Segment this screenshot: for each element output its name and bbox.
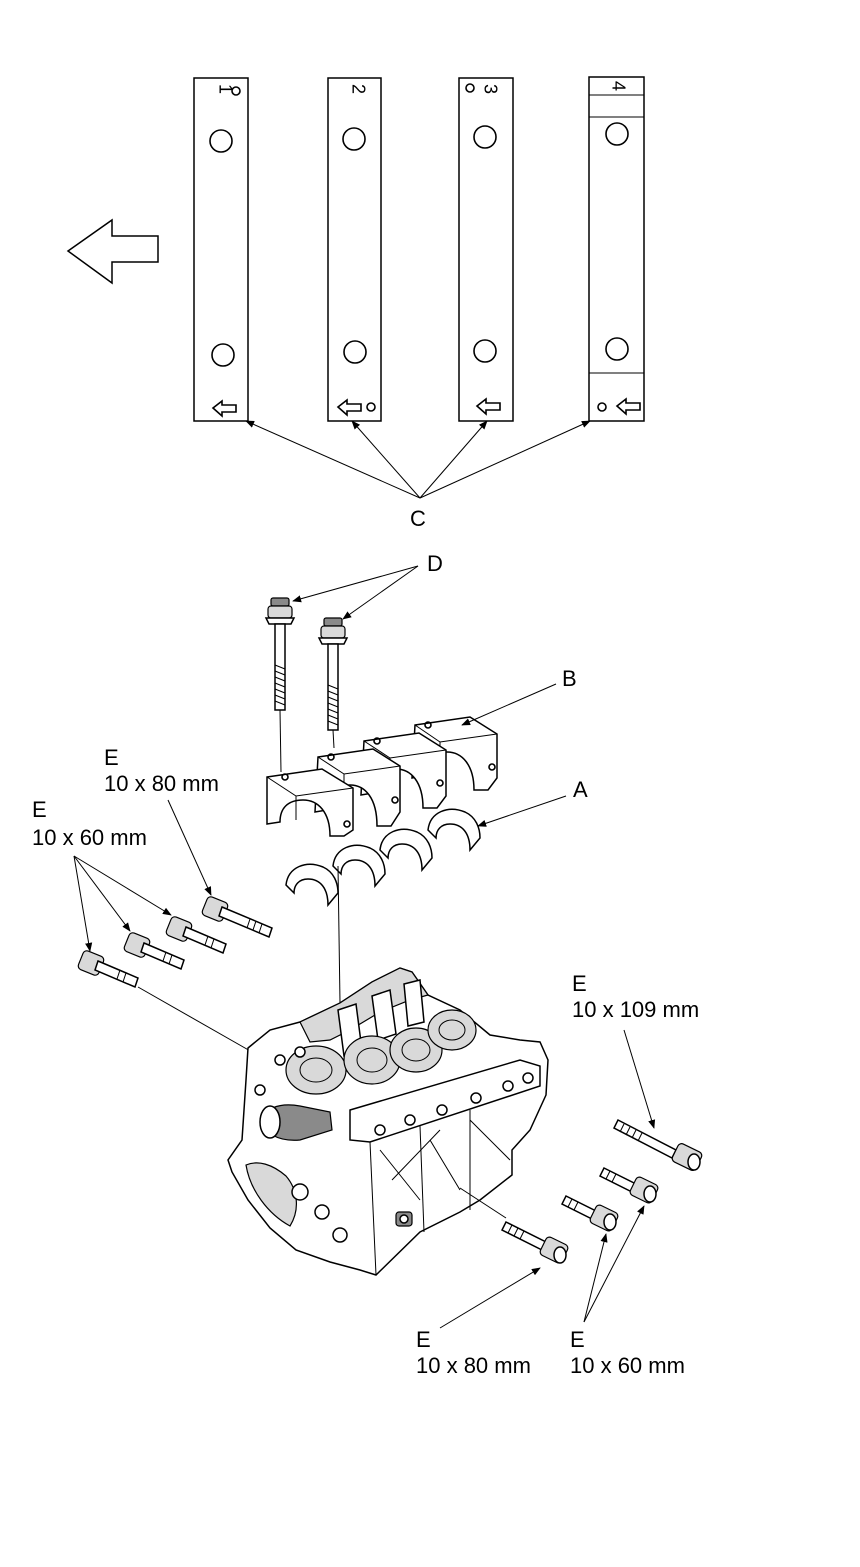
engine-block bbox=[227, 967, 549, 1276]
cap-number-1: 1 bbox=[215, 84, 235, 94]
label-e-bottom-60-letter: E bbox=[570, 1327, 585, 1352]
label-d-leaders bbox=[292, 565, 419, 620]
bearing-cap-1-top-view: 1 bbox=[193, 77, 249, 422]
label-e-left-60-leaders bbox=[73, 855, 172, 952]
label-e-bottom-80-size: 10 x 80 mm bbox=[416, 1353, 531, 1378]
label-a: A bbox=[573, 777, 588, 802]
front-direction-arrow-icon bbox=[66, 218, 159, 285]
bearing-shell-2 bbox=[332, 844, 386, 889]
direction-arrow-icon bbox=[336, 398, 362, 417]
bearing-shell-1 bbox=[285, 863, 339, 908]
label-e-left-60-size: 10 x 60 mm bbox=[32, 825, 147, 850]
direction-arrow-icon bbox=[475, 397, 501, 416]
label-e-left-60-letter: E bbox=[32, 797, 47, 822]
label-c: C bbox=[410, 506, 426, 531]
bearing-cap-2-top-view: 2 bbox=[327, 77, 382, 422]
side-bolt-right-109 bbox=[612, 1118, 703, 1171]
side-bolt-left-1 bbox=[201, 896, 273, 939]
bearing-shell-3 bbox=[379, 828, 433, 873]
label-a-leader bbox=[477, 795, 567, 827]
label-e-bottom-80-letter: E bbox=[416, 1327, 431, 1352]
label-c-leaders bbox=[245, 420, 591, 499]
main-bearing-cap-b-1 bbox=[266, 768, 354, 837]
cap-bolt-1 bbox=[264, 597, 296, 773]
label-e-right-109-leader bbox=[623, 1029, 656, 1129]
cap-number-4: 4 bbox=[608, 81, 628, 91]
side-bolt-left-2 bbox=[165, 916, 227, 955]
label-e-right-109-letter: E bbox=[572, 971, 587, 996]
side-bolt-right-80 bbox=[500, 1220, 569, 1264]
direction-arrow-icon bbox=[211, 399, 237, 418]
label-b-leader bbox=[461, 683, 557, 726]
side-bolt-left-4 bbox=[77, 950, 139, 989]
label-b: B bbox=[562, 666, 577, 691]
label-e-bottom-60-leaders bbox=[583, 1205, 645, 1323]
cap-number-2: 2 bbox=[348, 84, 368, 94]
bearing-shell-4 bbox=[427, 808, 481, 853]
label-e-bottom-60-size: 10 x 60 mm bbox=[570, 1353, 685, 1378]
side-bolt-right-60-1 bbox=[598, 1166, 659, 1204]
cap-bolt-2 bbox=[317, 617, 349, 749]
direction-arrow-icon bbox=[615, 397, 641, 416]
label-e-bottom-80-leader bbox=[439, 1267, 541, 1329]
cap-number-3: 3 bbox=[480, 84, 500, 94]
label-e-left-80-leader bbox=[167, 799, 212, 896]
label-e-left-80-size: 10 x 80 mm bbox=[104, 771, 219, 796]
side-bolt-right-60-2 bbox=[560, 1194, 619, 1232]
label-e-left-80-letter: E bbox=[104, 745, 119, 770]
bearing-cap-4-top-view: 4 bbox=[588, 76, 645, 422]
bearing-cap-3-top-view: 3 bbox=[458, 77, 514, 422]
side-bolt-left-3 bbox=[123, 932, 185, 971]
label-d: D bbox=[427, 551, 443, 576]
label-e-right-109-size: 10 x 109 mm bbox=[572, 997, 699, 1022]
